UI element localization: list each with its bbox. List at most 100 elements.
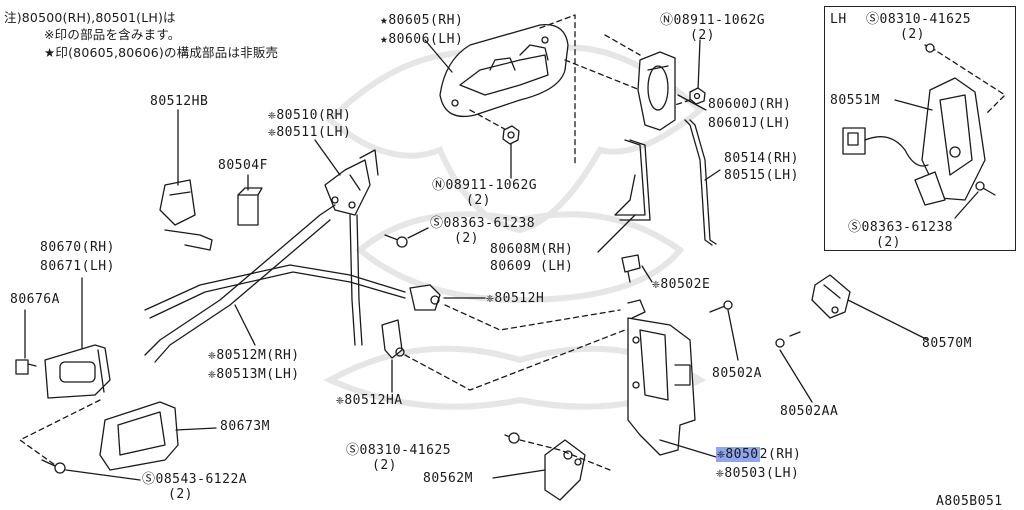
connector-80551M <box>842 127 929 167</box>
label-80504F[interactable]: 80504F <box>218 158 268 173</box>
leader-80510 <box>314 139 341 176</box>
label-08363-mid-qty: (2) <box>454 231 479 246</box>
label-08363-box[interactable]: Ⓢ08363-61238 <box>848 220 954 235</box>
leader-nut-top <box>697 39 701 91</box>
label-08310-bottom[interactable]: Ⓢ08310-41625 <box>346 443 452 458</box>
nut-08911-top <box>689 87 706 105</box>
note-line-1: 注)80500(RH),80501(LH)は <box>4 10 176 25</box>
label-80570M[interactable]: 80570M <box>922 336 972 351</box>
striker-80570M <box>811 274 851 319</box>
dashed-80673M <box>19 399 101 466</box>
dashed-box-screw <box>937 51 1006 116</box>
outer-door-handle <box>439 24 569 118</box>
label-80502A[interactable]: 80502A <box>712 366 762 381</box>
label-80503[interactable]: ❈80503(LH) <box>716 466 800 481</box>
clip-80512HA <box>381 319 405 359</box>
rod-80514-inner <box>689 119 717 245</box>
label-80502-highlight: ❈8050 <box>716 447 760 462</box>
inner-handle-80670 <box>44 344 111 399</box>
label-80512M[interactable]: ❈80512M(RH) <box>208 348 300 363</box>
rod-vertical-2 <box>356 214 363 346</box>
label-80671[interactable]: 80671(LH) <box>40 259 115 274</box>
label-80502AA[interactable]: 80502AA <box>780 404 839 419</box>
label-80502E[interactable]: ❈80502E <box>652 277 711 292</box>
nut-08911-mid <box>502 125 520 145</box>
handle-bracket <box>637 51 676 131</box>
label-08310-bottom-qty: (2) <box>372 458 397 473</box>
rod-80608M <box>614 139 646 216</box>
leader-80502E <box>641 265 653 283</box>
label-80676A[interactable]: 80676A <box>10 292 60 307</box>
label-08363-mid[interactable]: Ⓢ08363-61238 <box>430 216 536 231</box>
label-80601J[interactable]: 80601J(LH) <box>708 116 792 131</box>
label-80673M[interactable]: 80673M <box>220 419 270 434</box>
screw-08543 <box>41 459 66 474</box>
label-80502[interactable]: ❈80502(RH) <box>716 447 801 462</box>
label-80512HB[interactable]: 80512HB <box>150 94 209 109</box>
retainer-80502E <box>621 254 641 283</box>
dashed-bracket-to-box <box>604 34 641 56</box>
rod-80513M <box>144 264 406 311</box>
label-80512H[interactable]: ❈80512H <box>486 291 545 306</box>
pad-80504F <box>237 187 263 226</box>
clip-80512HB <box>159 179 213 251</box>
label-08543[interactable]: Ⓢ08543-6122A <box>142 472 248 487</box>
leader-handle-label <box>424 39 453 73</box>
label-80562M[interactable]: 80562M <box>423 471 473 486</box>
note-line-3: ★印(80605,80606)の構成部品は非販売 <box>44 45 279 60</box>
label-80511[interactable]: ❈80511(LH) <box>268 125 352 140</box>
label-08911-mid[interactable]: Ⓝ08911-1062G <box>432 178 538 193</box>
leader-80673M <box>175 427 217 431</box>
rod-80514 <box>684 119 713 246</box>
leader-80600J <box>677 94 707 111</box>
escutcheon-80673M <box>99 401 179 471</box>
label-08363-box-qty: (2) <box>876 235 901 250</box>
leader-08363-mid <box>407 227 429 239</box>
lh-detail-box <box>824 6 1016 251</box>
dashed-nut-to-bracket <box>674 99 691 106</box>
label-08310-box[interactable]: Ⓢ08310-41625 <box>866 12 972 27</box>
figure-code: A805B051 <box>936 494 1003 509</box>
dashed-handle-to-bracket <box>564 59 641 91</box>
rod-80512M <box>144 204 336 356</box>
leader-08363-box <box>954 191 979 219</box>
rod-80608M-inner <box>619 139 651 221</box>
label-08543-qty: (2) <box>168 487 193 502</box>
label-80670[interactable]: 80670(RH) <box>40 240 115 255</box>
leader-80608M <box>597 214 636 253</box>
rod-80513M-2 <box>149 271 406 319</box>
screw-08363-box <box>975 181 996 196</box>
label-80514[interactable]: 80514(RH) <box>724 151 799 166</box>
leader-80502AA <box>779 349 813 403</box>
leader-08543 <box>65 469 141 481</box>
leader-80502 <box>659 439 727 461</box>
label-80606[interactable]: ★80606(LH) <box>380 32 464 47</box>
label-80512HA[interactable]: ❈80512HA <box>336 393 403 408</box>
rod-80512M-2 <box>154 219 331 363</box>
label-80600J[interactable]: 80600J(RH) <box>708 97 792 112</box>
dashed-handle-to-nut <box>469 109 511 133</box>
dashed-handle-frame <box>539 14 576 166</box>
label-80510[interactable]: ❈80510(RH) <box>268 108 352 123</box>
screw-08310-box <box>924 43 936 53</box>
label-80515[interactable]: 80515(LH) <box>724 168 799 183</box>
label-80513M[interactable]: ❈80513M(LH) <box>208 367 300 382</box>
leader-80512M <box>234 304 256 346</box>
label-80608M[interactable]: 80608M(RH) <box>490 242 574 257</box>
screw-80502AA <box>775 331 801 348</box>
dashed-08310-bottom <box>519 439 611 471</box>
rod-vertical <box>349 214 356 346</box>
label-80609[interactable]: 80609 (LH) <box>490 259 574 274</box>
leader-80551M <box>894 99 933 111</box>
screw-08363-mid <box>384 234 408 248</box>
label-08911-top[interactable]: Ⓝ08911-1062G <box>660 13 766 28</box>
inner-linkage-80510 <box>324 149 379 216</box>
label-80605[interactable]: ★80605(RH) <box>380 13 464 28</box>
rod-holder-80562M <box>544 439 586 501</box>
label-08911-top-qty: (2) <box>690 28 715 43</box>
label-80551M[interactable]: 80551M <box>830 93 880 108</box>
screw-80502A <box>709 300 733 313</box>
door-lock-80502 <box>627 299 696 456</box>
leader-80514 <box>704 169 721 181</box>
